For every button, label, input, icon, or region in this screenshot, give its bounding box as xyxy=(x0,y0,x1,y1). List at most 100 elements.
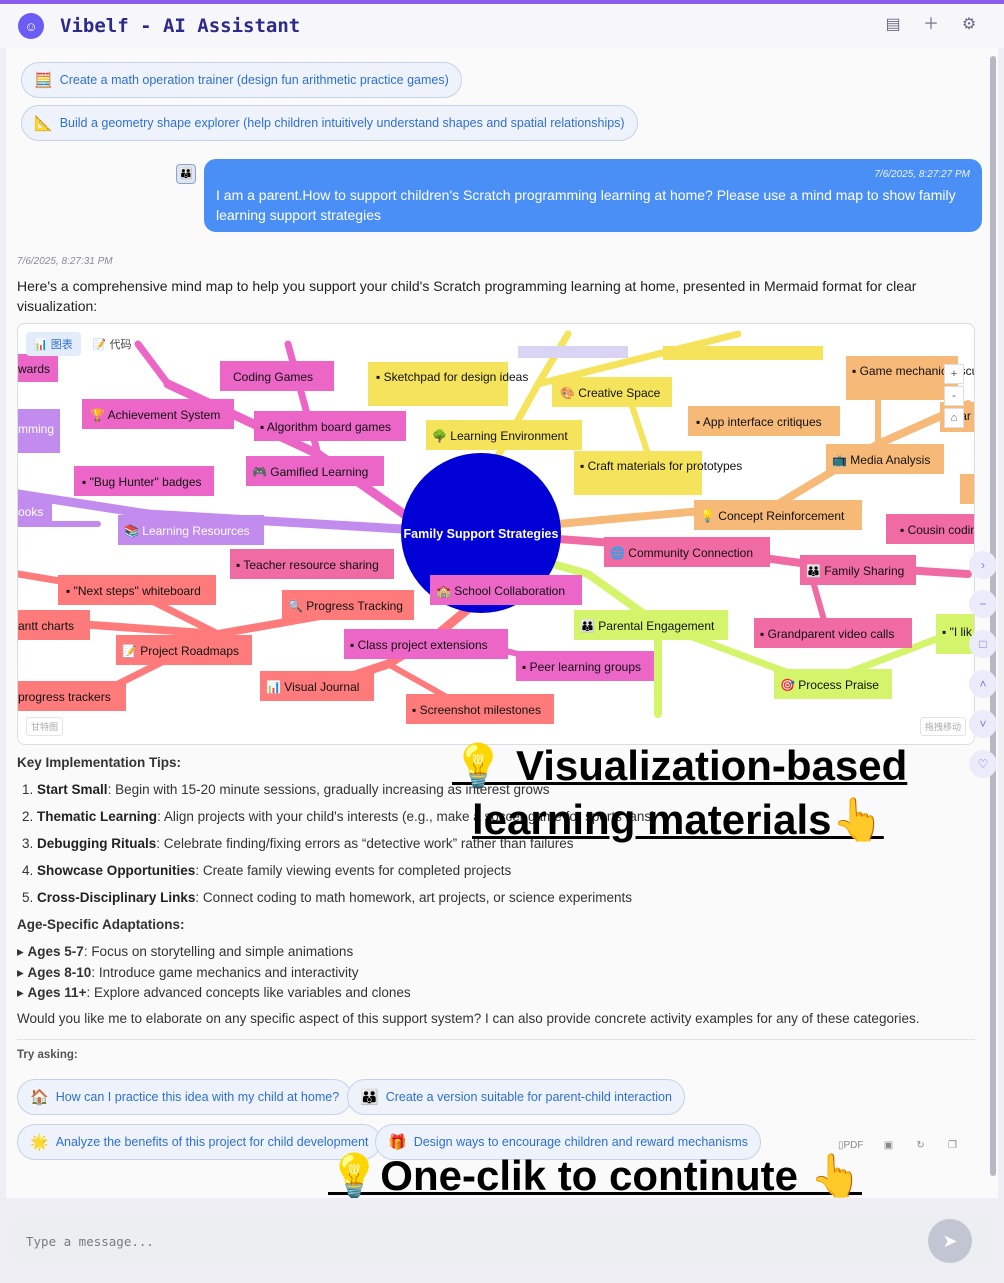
tab-chart[interactable]: 📊 图表 xyxy=(26,332,81,356)
scroll-up-button[interactable]: ˄ xyxy=(969,670,997,698)
svg-text:👪 Parental Engagement: 👪 Parental Engagement xyxy=(580,619,715,633)
export-pdf-button[interactable]: ▯ PDF xyxy=(838,1139,864,1151)
try-chip-parent-child-version[interactable]: 👪 Create a version suitable for parent-c… xyxy=(347,1079,685,1115)
svg-text:▪ Craft materials for prototyp: ▪ Craft materials for prototypes xyxy=(580,459,742,473)
svg-text:progress trackers: progress trackers xyxy=(18,690,111,704)
node-craft-materials-for-prototypes: ▪ Craft materials for prototypes xyxy=(574,451,742,495)
node-game-mechanic-discussions: ▪ Game mechanic discussions xyxy=(846,356,974,400)
node-coding-games: Coding Games xyxy=(220,361,334,391)
header-actions: ▤ ＋ ⚙ xyxy=(884,16,978,34)
chip-label: Create a version suitable for parent-chi… xyxy=(385,1090,672,1104)
svg-text:📝 Project Roadmaps: 📝 Project Roadmaps xyxy=(122,644,239,658)
annotation-visualization-line2: learning materials👆 xyxy=(472,796,884,843)
mindmap-panel[interactable]: 📊 图表 📝 代码 xyxy=(17,323,975,745)
abacus-icon: 🧮 xyxy=(34,72,53,89)
assistant-message-timestamp: 7/6/2025, 8:27:31 PM xyxy=(17,256,113,267)
mindmap-footer-right: 拖拽移动 xyxy=(919,717,966,736)
chip-label: Analyze the benefits of this project for… xyxy=(55,1135,369,1149)
svg-text:▪ Peer learning groups: ▪ Peer learning groups xyxy=(522,660,641,674)
svg-text:▪ Screenshot milestones: ▪ Screenshot milestones xyxy=(412,703,541,717)
svg-text:🌳 Learning Environment: 🌳 Learning Environment xyxy=(432,428,568,443)
tab-code[interactable]: 📝 代码 xyxy=(92,339,132,351)
svg-text:▪ "I lik: ▪ "I lik xyxy=(942,625,973,639)
mindmap-root-label: Family Support Strategies xyxy=(404,527,559,541)
svg-text:▪ "Next steps" whiteboard: ▪ "Next steps" whiteboard xyxy=(66,584,201,598)
side-minimize-button[interactable]: − xyxy=(969,590,997,618)
mindmap-root-node xyxy=(401,453,561,613)
try-chip-practice-at-home[interactable]: 🏠 How can I practice this idea with my c… xyxy=(17,1079,353,1115)
message-toolbar: ▯ PDF ▣ ↻ ❐ xyxy=(834,1135,964,1155)
node-process-praise: 🎯 Process Praise xyxy=(774,669,892,699)
mindmap-footer-left[interactable]: 甘特图 xyxy=(26,717,64,736)
save-image-icon[interactable]: ▣ xyxy=(883,1139,894,1151)
suggestion-chip-math-trainer[interactable]: 🧮 Create a math operation trainer (desig… xyxy=(21,62,462,98)
svg-text:Coding Games: Coding Games xyxy=(233,370,313,384)
node-bug-hunter-badges: ▪ "Bug Hunter" badges xyxy=(74,466,214,496)
user-message-bubble: 7/6/2025, 8:27:27 PM I am a parent.How t… xyxy=(204,159,982,232)
new-chat-icon[interactable]: ＋ xyxy=(922,16,939,33)
chat-history-icon[interactable]: ▤ xyxy=(885,16,901,33)
star-icon: 🌟 xyxy=(30,1134,49,1151)
regenerate-icon[interactable]: ↻ xyxy=(916,1139,925,1151)
assistant-closing-text: Would you like me to elaborate on any sp… xyxy=(17,1011,920,1026)
zoom-out-button[interactable]: - xyxy=(944,386,964,406)
chat-area[interactable]: 🧮 Create a math operation trainer (desig… xyxy=(6,48,998,1198)
user-avatar-icon: 👪 xyxy=(176,164,196,184)
copy-icon[interactable]: ❐ xyxy=(948,1139,957,1151)
message-composer: ➤ xyxy=(10,1215,992,1267)
side-window-button[interactable]: □ xyxy=(969,630,997,658)
scroll-down-button[interactable]: ˅ xyxy=(969,710,997,738)
robot-logo-icon: ☺ xyxy=(18,13,44,39)
user-message-line2: learning support strategies xyxy=(216,207,381,223)
try-chip-reward-mechanisms[interactable]: 🎁 Design ways to encourage children and … xyxy=(375,1124,761,1160)
svg-text:🏫 School Collaboration: 🏫 School Collaboration xyxy=(436,584,565,598)
scroll-thumb[interactable] xyxy=(990,56,996,1176)
svg-text:wards: wards xyxy=(18,362,50,376)
node-sketchpad-for-design-ideas: ▪ Sketchpad for design ideas xyxy=(368,362,528,406)
send-arrow-icon: ➤ xyxy=(942,1230,958,1251)
svg-text:📊 Visual Journal: 📊 Visual Journal xyxy=(266,680,359,694)
ages-title: Age-Specific Adaptations: xyxy=(17,917,185,932)
svg-text:▪ Teacher resource sharing: ▪ Teacher resource sharing xyxy=(236,558,379,572)
svg-text:🔍 Progress Tracking: 🔍 Progress Tracking xyxy=(288,598,403,613)
node-learning-resources: 📚 Learning Resources xyxy=(118,515,264,545)
chat-scrollbar[interactable] xyxy=(990,56,996,1176)
tips-title: Key Implementation Tips: xyxy=(17,755,182,770)
suggestion-chip-geometry-explorer[interactable]: 📐 Build a geometry shape explorer (help … xyxy=(21,105,638,141)
node-cousin-coding: ▪ Cousin codin xyxy=(886,514,974,544)
svg-text:ooks: ooks xyxy=(18,505,43,519)
chip-label: Create a math operation trainer (design … xyxy=(59,73,449,87)
svg-text:🎨 Creative Space: 🎨 Creative Space xyxy=(560,385,661,400)
mindmap-diagram[interactable]: Family Support Strategies Coding Games 🏆… xyxy=(18,324,975,745)
chevron-down-icon: ˅ xyxy=(979,717,987,731)
zoom-reset-button[interactable]: ⌂ xyxy=(944,408,964,428)
node-i-lik: ▪ "I lik xyxy=(936,614,974,654)
svg-text:▪ Sketchpad for design ideas: ▪ Sketchpad for design ideas xyxy=(376,370,528,384)
node-project-roadmaps: 📝 Project Roadmaps xyxy=(116,635,252,665)
node-algorithm-board-games: ▪ Algorithm board games xyxy=(254,411,406,441)
triangle-bullet-icon: ▸ xyxy=(17,965,28,980)
settings-gear-icon[interactable]: ⚙ xyxy=(961,16,977,33)
node-progress-trackers: progress trackers xyxy=(18,681,126,711)
triangle-bullet-icon: ▸ xyxy=(17,944,28,959)
chevron-up-icon: ˄ xyxy=(979,677,987,691)
triangle-ruler-icon: 📐 xyxy=(34,115,53,132)
zoom-in-button[interactable]: + xyxy=(944,364,964,384)
svg-text:👪 Family Sharing: 👪 Family Sharing xyxy=(806,564,904,578)
house-icon: 🏠 xyxy=(30,1089,49,1106)
favorite-button[interactable]: ♡ xyxy=(969,750,997,778)
document-icon: ▯ xyxy=(838,1139,844,1151)
send-button[interactable]: ➤ xyxy=(928,1219,972,1263)
top-accent-bar xyxy=(0,0,1004,4)
node-teacher-resource-sharing: ▪ Teacher resource sharing xyxy=(230,549,394,579)
svg-text:📺 Media Analysis: 📺 Media Analysis xyxy=(832,453,930,467)
try-chip-analyze-benefits[interactable]: 🌟 Analyze the benefits of this project f… xyxy=(17,1124,382,1160)
svg-text:💡 Concept Reinforcement: 💡 Concept Reinforcement xyxy=(700,509,845,523)
side-expand-button[interactable]: › xyxy=(969,551,997,579)
gift-icon: 🎁 xyxy=(388,1134,407,1151)
svg-text:mming: mming xyxy=(18,422,54,436)
node-antt-charts: antt charts xyxy=(18,610,90,640)
heart-icon: ♡ xyxy=(977,757,989,771)
message-input[interactable] xyxy=(26,1231,906,1251)
node-class-project-extensions: ▪ Class project extensions xyxy=(344,629,508,659)
